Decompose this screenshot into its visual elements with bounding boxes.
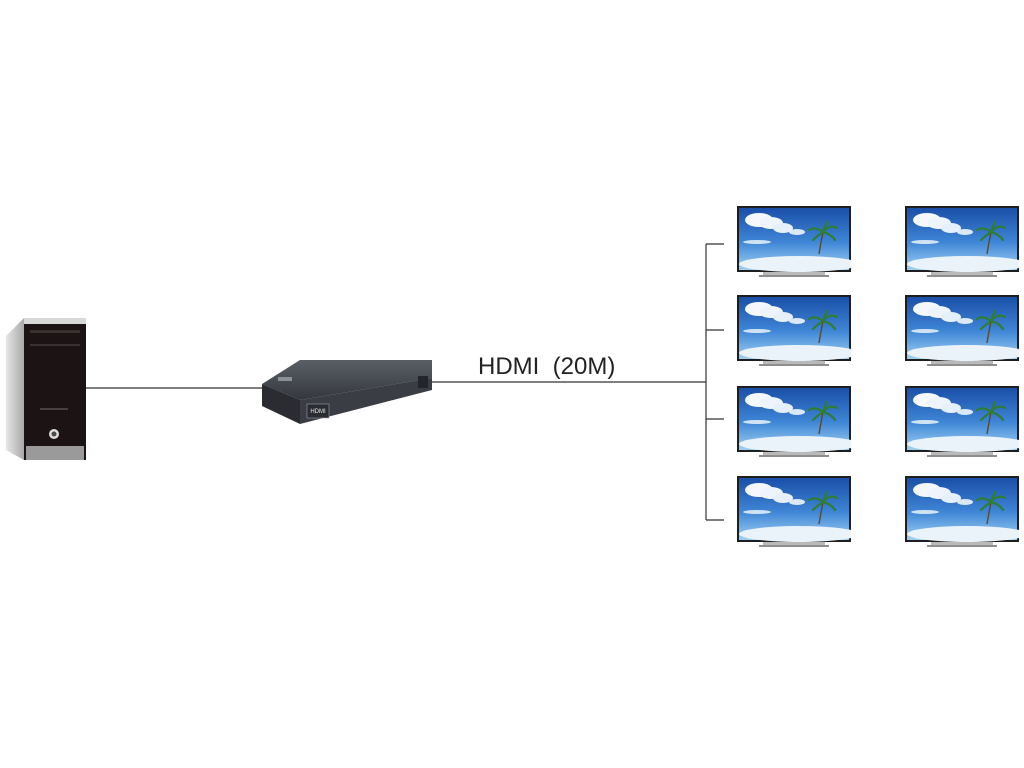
distribution-bus [705,243,724,521]
display-2 [737,295,851,368]
display-4 [737,476,851,549]
hdmi-splitter: HDMI [262,360,432,424]
display-8 [905,476,1019,549]
display-7 [905,386,1019,459]
display-3 [737,386,851,459]
splitter-badge: HDMI [310,409,326,415]
display-6 [905,295,1019,368]
display-5 [905,206,1019,279]
pc-tower [6,318,86,460]
display-1 [737,206,851,279]
cable-label: HDMI (20M) [478,353,615,380]
